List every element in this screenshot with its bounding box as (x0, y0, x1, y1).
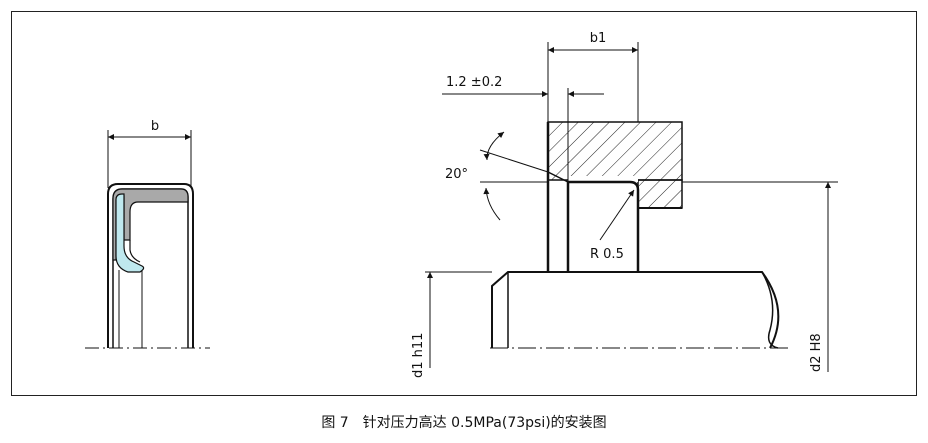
label-angle: 20° (445, 167, 468, 182)
figure-caption: 图 7 针对压力高达 0.5MPa(73psi)的安装图 (0, 412, 928, 432)
label-d2: d2 H8 (809, 333, 824, 372)
label-b1: b1 (590, 31, 607, 46)
housing-hatched-upper (547, 121, 683, 181)
angle-ref-line (479, 149, 549, 173)
angle-arc-upper (483, 131, 505, 161)
label-b: b (151, 119, 159, 134)
shaft-break (761, 271, 779, 349)
housing-hatched-lower (637, 179, 683, 209)
label-radius: R 0.5 (590, 247, 624, 262)
installation-section: b1 1.2 ±0.2 20° R 0.5 d1 h11 d2 H8 (411, 31, 838, 378)
seal-cross-section: b (85, 119, 210, 349)
bore-chamfer (547, 171, 569, 183)
label-tolerance: 1.2 ±0.2 (446, 75, 502, 90)
housing-bore-clear (568, 176, 638, 182)
lip-edge (129, 240, 141, 263)
bore-face (568, 180, 640, 272)
figure-frame (11, 11, 917, 396)
radius-leader (599, 189, 635, 241)
angle-arc-lower (483, 187, 501, 221)
shaft-outline (491, 271, 780, 349)
sealing-lip (115, 193, 145, 273)
caption-text: 针对压力高达 0.5MPa(73psi)的安装图 (362, 415, 607, 431)
metal-case (107, 183, 194, 348)
caption-figure-number: 图 7 (321, 415, 349, 431)
label-d1: d1 h11 (411, 333, 426, 378)
